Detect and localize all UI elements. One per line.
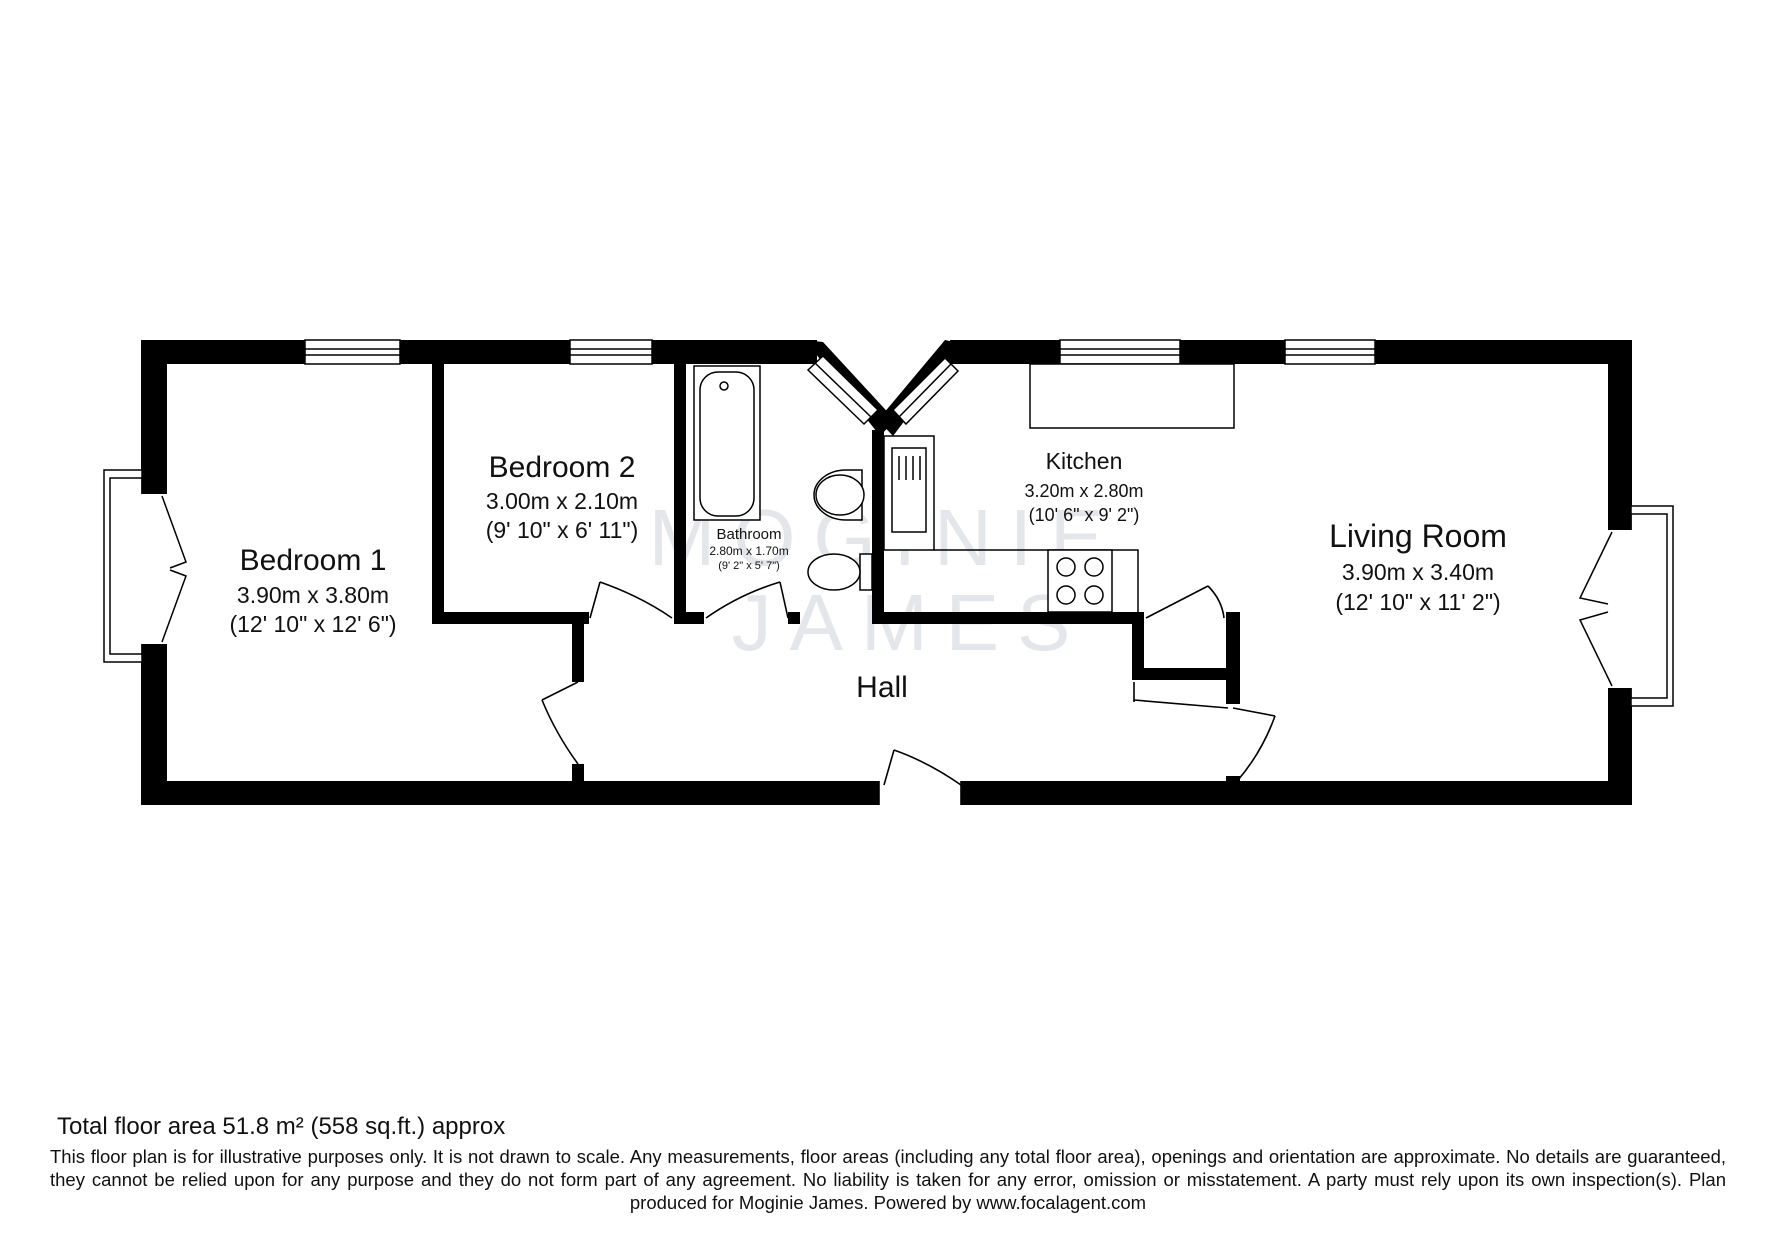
room-name-bathroom: Bathroom — [716, 526, 781, 543]
room-imperial-bedroom2: (9' 10" x 6' 11") — [486, 517, 639, 543]
room-imperial-living-room: (12' 10" x 11' 2") — [1335, 589, 1500, 615]
window-kitchen-top — [1059, 339, 1181, 365]
door-kitchen[interactable] — [1145, 585, 1225, 619]
room-metric-living-room: 3.90m x 3.40m — [1342, 559, 1494, 585]
wall-cupboard-bottom — [1132, 668, 1230, 680]
windows — [304, 339, 1376, 426]
front-door[interactable] — [878, 749, 962, 805]
wall-bath-bottom-b — [788, 612, 800, 624]
french-doors-bedroom1 — [161, 495, 187, 643]
window-v-right — [891, 356, 960, 426]
disclaimer-text: This floor plan is for illustrative purp… — [50, 1146, 1726, 1213]
bathtub — [693, 365, 761, 521]
door-cupboard[interactable] — [1133, 682, 1229, 709]
room-bedroom2: Bedroom 2 3.00m x 2.10m (9' 10" x 6' 11"… — [486, 451, 639, 543]
room-metric-bedroom2: 3.00m x 2.10m — [486, 488, 638, 514]
room-name-bedroom2: Bedroom 2 — [489, 451, 636, 484]
toilet — [807, 553, 873, 591]
wall-top-left — [141, 340, 817, 364]
window-bedroom1-top — [304, 339, 401, 365]
room-metric-kitchen: 3.20m x 2.80m — [1024, 481, 1143, 501]
room-name-living-room: Living Room — [1329, 518, 1507, 554]
wall-bed2-bath — [674, 362, 686, 624]
internal-walls — [432, 362, 1240, 784]
kitchen-counter — [934, 363, 1235, 612]
wall-cupboard-right — [1226, 612, 1240, 704]
basin — [813, 469, 865, 521]
doors — [541, 581, 1276, 805]
room-metric-bedroom1: 3.90m x 3.80m — [237, 582, 389, 608]
window-bedroom2-top — [569, 339, 653, 365]
wall-bed1-bed2 — [432, 362, 444, 624]
room-bathroom: Bathroom 2.80m x 1.70m (9' 2" x 5' 7") — [709, 526, 788, 572]
room-kitchen: Kitchen 3.20m x 2.80m (10' 6" x 9' 2") — [1024, 448, 1143, 525]
wall-bottom-right — [961, 781, 1632, 805]
wall-bath-bottom-a — [674, 612, 704, 624]
wall-hall-left-stub-b — [572, 764, 584, 784]
room-imperial-bedroom1: (12' 10" x 12' 6") — [229, 611, 396, 637]
wall-bed2-bottom — [432, 612, 589, 624]
wall-kitchen-bottom — [872, 612, 1144, 624]
kitchen-sink — [883, 435, 935, 551]
hob — [1047, 549, 1113, 613]
wall-hall-left-stub — [572, 624, 584, 682]
bay-window-left — [103, 469, 167, 663]
wall-cupboard-left — [1132, 624, 1144, 674]
french-doors-living — [1578, 531, 1613, 687]
room-imperial-bathroom: (9' 2" x 5' 7") — [718, 560, 780, 572]
door-bathroom[interactable] — [705, 581, 789, 619]
room-metric-bathroom: 2.80m x 1.70m — [709, 544, 788, 558]
room-imperial-kitchen: (10' 6" x 9' 2") — [1029, 505, 1140, 525]
room-name-hall: Hall — [856, 671, 908, 704]
room-bedroom1: Bedroom 1 3.90m x 3.80m (12' 10" x 12' 6… — [229, 544, 396, 637]
bay-window-right — [1608, 505, 1674, 707]
door-bedroom2[interactable] — [589, 581, 673, 619]
room-name-kitchen: Kitchen — [1046, 448, 1123, 474]
door-living[interactable] — [1232, 707, 1276, 781]
window-living-top — [1284, 339, 1376, 365]
room-name-bedroom1: Bedroom 1 — [240, 544, 387, 577]
room-living-room: Living Room 3.90m x 3.40m (12' 10" x 11'… — [1329, 518, 1507, 615]
wall-hall-right-stub — [1226, 776, 1240, 784]
window-v-left — [806, 354, 880, 426]
room-hall: Hall — [856, 671, 908, 704]
total-floor-area: Total floor area 51.8 m² (558 sq.ft.) ap… — [57, 1113, 506, 1140]
door-bedroom1[interactable] — [541, 681, 579, 765]
wall-bottom-left — [141, 781, 879, 805]
wall-bath-kitchen — [872, 430, 884, 624]
